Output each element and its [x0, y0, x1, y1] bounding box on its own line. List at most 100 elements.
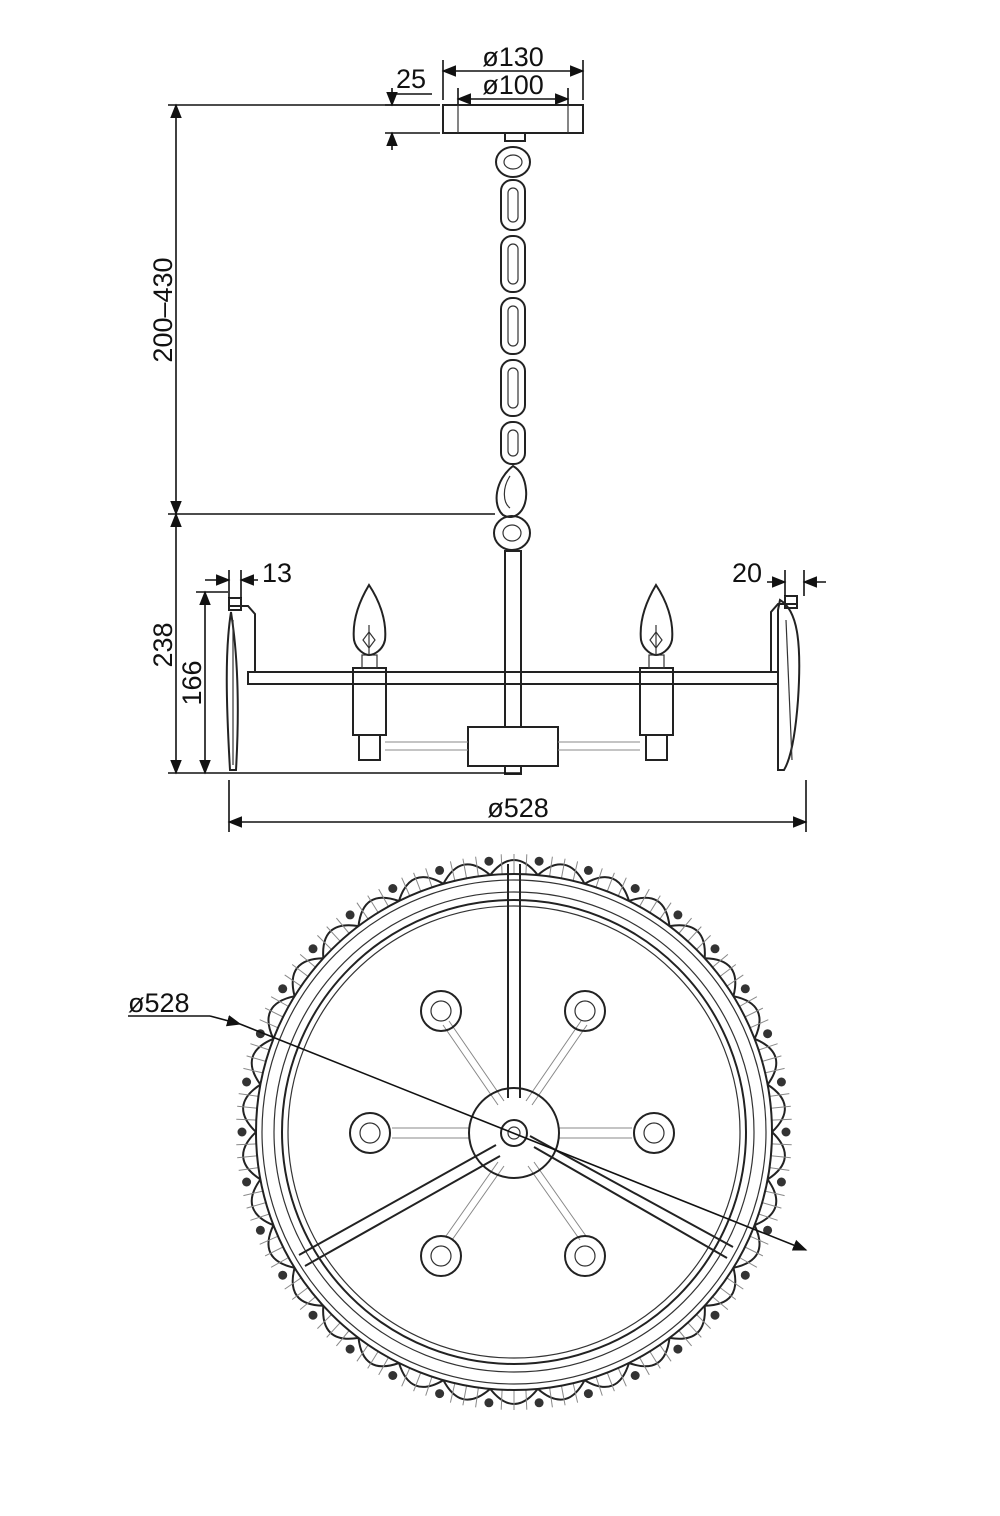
- crystal-bead: [278, 984, 288, 994]
- crystal-facet: [572, 1382, 579, 1403]
- crystal-facet: [687, 926, 702, 942]
- body-diameter-dimension: ø528: [227, 780, 808, 832]
- crystal-facet: [749, 1019, 769, 1029]
- crystal-bead: [740, 984, 750, 994]
- crystal-facet: [659, 1344, 672, 1362]
- crystal-facet: [744, 1246, 764, 1257]
- left-offset-label: 13: [262, 558, 292, 588]
- crystal-facet: [769, 1167, 790, 1171]
- plan-view: ø528: [128, 854, 808, 1410]
- crystal-facet: [687, 1322, 702, 1338]
- crystal-bead: [776, 1077, 786, 1087]
- crystal-facet: [401, 1367, 411, 1387]
- crystal-facet: [299, 954, 316, 968]
- crystal-facet: [238, 1167, 259, 1171]
- crystal-facet: [595, 868, 603, 888]
- crystal-bead: [710, 944, 720, 954]
- crystal-facet: [264, 1246, 284, 1257]
- crystal-facet: [525, 1389, 528, 1410]
- crystal-facet: [246, 1055, 266, 1062]
- crystal-facet: [678, 917, 692, 934]
- crystal-facet: [659, 902, 672, 920]
- canopy-inner-dimension: ø100: [456, 70, 570, 105]
- right-offset-dimension: 20: [732, 558, 826, 596]
- crystal-facet: [560, 1385, 566, 1406]
- crystal-facet: [762, 1202, 782, 1209]
- crystal-bead: [630, 1371, 640, 1380]
- crystal-facet: [639, 888, 650, 907]
- plan-hub: [468, 1087, 560, 1179]
- crystal-facet: [549, 856, 553, 877]
- crystal-facet: [649, 1351, 661, 1369]
- crystal-facet: [744, 1007, 764, 1018]
- ceiling-canopy: [442, 104, 584, 142]
- crystal-bead: [710, 1310, 720, 1320]
- chain-length-label: 200–430: [148, 257, 178, 362]
- crystal-bead: [583, 865, 593, 875]
- crystal-facet: [739, 996, 758, 1007]
- chain-length-dimension: 200–430: [148, 103, 495, 516]
- crystal-facet: [769, 1093, 790, 1097]
- crystal-facet: [560, 858, 566, 879]
- central-rod: [504, 550, 522, 775]
- crystal-facet: [572, 861, 579, 882]
- crystal-facet: [413, 872, 422, 892]
- crystal-facet: [617, 1367, 627, 1387]
- crystal-facet: [259, 1235, 279, 1245]
- crystal-facet: [237, 1105, 258, 1109]
- crystal-bead: [435, 1389, 445, 1399]
- crystal-facet: [449, 861, 456, 882]
- crystal-facet: [595, 1376, 603, 1396]
- crystal-facet: [449, 1382, 456, 1403]
- crystal-facet: [336, 917, 350, 934]
- crystal-bead: [673, 910, 683, 920]
- crystal-facet: [758, 1043, 778, 1051]
- crystal-facet: [367, 1351, 379, 1369]
- crystal-facet: [270, 1257, 289, 1268]
- candle-cups: [349, 990, 675, 1277]
- frame-height-dimension: 166: [177, 590, 228, 775]
- crystal-facet: [299, 1296, 316, 1310]
- crystal-facet: [236, 1118, 257, 1121]
- crystal-facet: [771, 1143, 792, 1146]
- right-crystal-post: [770, 595, 801, 771]
- crystal-facet: [764, 1190, 785, 1197]
- crystal-facet: [291, 1287, 309, 1300]
- canopy-height-label: 25: [396, 64, 426, 94]
- crystal-facet: [678, 1330, 692, 1347]
- plan-diameter-label: ø528: [128, 988, 190, 1018]
- crystal-facet: [250, 1213, 270, 1221]
- crystal-facet: [250, 1043, 270, 1051]
- crystal-facet: [639, 1357, 650, 1376]
- crystal-scallop: [537, 863, 586, 885]
- crystal-facet: [238, 1093, 259, 1097]
- crystal-facet: [246, 1202, 266, 1209]
- crystal-facet: [326, 926, 341, 942]
- crystal-facet: [378, 888, 389, 907]
- frame-bar: [247, 671, 779, 685]
- crystal-facet: [606, 872, 615, 892]
- canopy-inner-diameter-label: ø100: [482, 70, 544, 100]
- crystal-bead: [388, 1371, 398, 1380]
- crystal-facet: [475, 1387, 479, 1408]
- crystal-facet: [284, 974, 302, 987]
- crystal-facet: [462, 858, 468, 879]
- crystal-facet: [413, 1372, 422, 1392]
- crystal-facet: [696, 935, 711, 950]
- frame-height-label: 166: [177, 660, 207, 705]
- suspension-chain: [493, 146, 531, 551]
- crystal-facet: [770, 1105, 791, 1109]
- crystal-facet: [475, 856, 479, 877]
- candle-spokes: [392, 1020, 632, 1241]
- body-height-dimension: 238: [148, 512, 182, 775]
- crystal-facet: [549, 1387, 553, 1408]
- right-offset-label: 20: [732, 558, 762, 588]
- crystal-bead: [776, 1177, 786, 1187]
- crystal-facet: [606, 1372, 615, 1392]
- left-crystal-post: [225, 597, 256, 771]
- crystal-bead: [534, 856, 544, 866]
- crystal-bead: [781, 1127, 791, 1137]
- crystal-facet: [401, 877, 411, 897]
- crystal-facet: [739, 1257, 758, 1268]
- crystal-bead: [242, 1177, 252, 1187]
